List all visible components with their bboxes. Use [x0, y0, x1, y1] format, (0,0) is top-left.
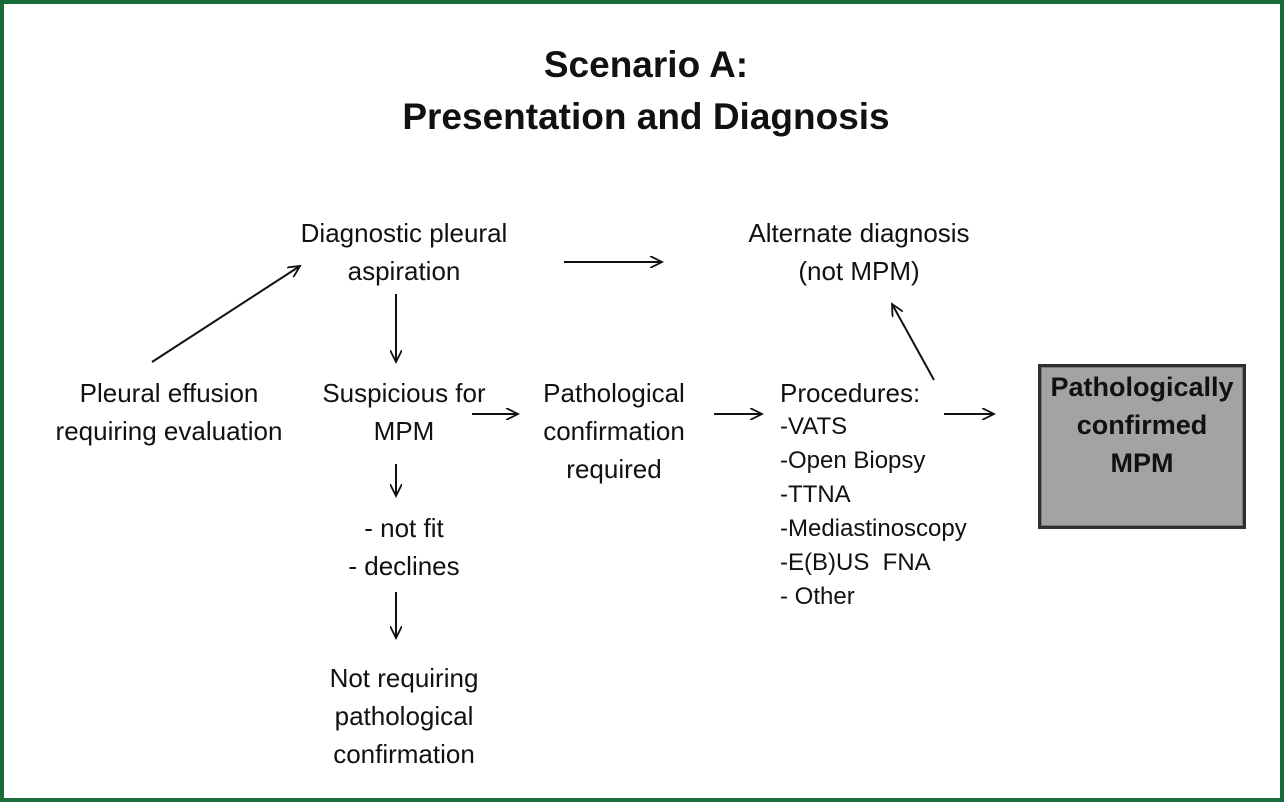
- node-text-line: Not requiring: [329, 663, 479, 693]
- node-alternate-diagnosis: Alternate diagnosis (not MPM): [719, 214, 999, 290]
- node-text-line: Diagnostic pleural: [300, 218, 508, 248]
- title-line-1: Scenario A:: [543, 44, 749, 85]
- node-text-line: Pleural effusion: [79, 378, 259, 408]
- node-text-line: Pathological: [543, 378, 685, 408]
- arrow-effusion-to-aspiration: [151, 266, 300, 363]
- node-text-line: requiring evaluation: [55, 416, 283, 446]
- node-text-line: confirmation: [333, 739, 475, 769]
- node-pathological-confirmation-required: Pathological confirmation required: [519, 374, 709, 488]
- procedure-item: -TTNA: [780, 481, 851, 508]
- node-text-line: - not fit: [364, 513, 444, 543]
- node-pleural-effusion: Pleural effusion requiring evaluation: [34, 374, 304, 450]
- procedure-item: -Mediastinoscopy: [780, 515, 967, 542]
- procedure-item: -E(B)US FNA: [780, 549, 931, 576]
- node-text-line: required: [566, 454, 662, 484]
- node-procedures: Procedures: -VATS -Open Biopsy -TTNA -Me…: [780, 376, 967, 614]
- title-line-2: Presentation and Diagnosis: [402, 96, 890, 137]
- node-not-requiring-confirmation: Not requiring pathological confirmation: [289, 659, 519, 773]
- procedure-item: -Open Biopsy: [780, 447, 926, 474]
- procedure-item: - Other: [780, 583, 855, 610]
- arrow-procedures-to-alternate: [892, 304, 935, 381]
- node-text-line: Suspicious for: [322, 378, 486, 408]
- node-text-line: - declines: [348, 551, 460, 581]
- node-text-line: Pathologically: [1050, 371, 1234, 402]
- node-diagnostic-aspiration: Diagnostic pleural aspiration: [274, 214, 534, 290]
- node-suspicious-for-mpm: Suspicious for MPM: [304, 374, 504, 450]
- node-text-line: (not MPM): [798, 256, 920, 286]
- node-text-line: Alternate diagnosis: [748, 218, 970, 248]
- node-text-line: confirmed: [1076, 409, 1208, 440]
- node-text-line: MPM: [373, 416, 435, 446]
- node-text-line: confirmation: [543, 416, 685, 446]
- node-text-line: pathological: [334, 701, 474, 731]
- node-text-line: MPM: [1110, 447, 1174, 478]
- node-pathologically-confirmed-mpm: Pathologically confirmed MPM: [1038, 364, 1246, 529]
- node-text-line: aspiration: [347, 256, 461, 286]
- procedure-item: -VATS: [780, 413, 848, 440]
- node-not-fit-declines: - not fit - declines: [319, 509, 489, 585]
- procedures-heading: Procedures:: [780, 378, 921, 408]
- flow-arrows: [151, 4, 1280, 798]
